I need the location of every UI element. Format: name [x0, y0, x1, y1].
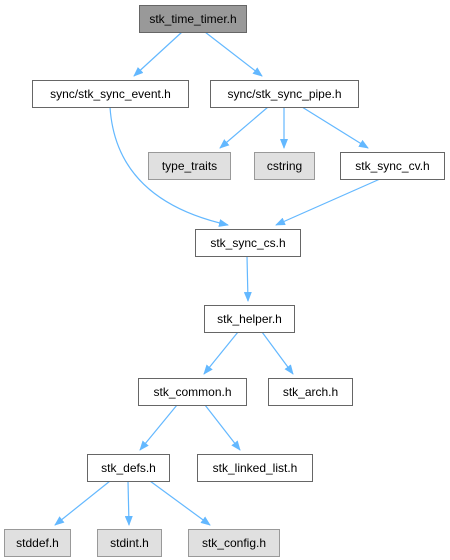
edge-arrow	[204, 404, 241, 451]
node-box	[210, 80, 359, 108]
node-label: stk_arch.h	[283, 385, 338, 399]
node-stk_time_timer[interactable]: stk_time_timer.h	[139, 5, 247, 33]
node-sync_event[interactable]: sync/stk_sync_event.h	[32, 80, 189, 108]
node-type_traits: type_traits	[148, 152, 231, 180]
node-label: stk_sync_cv.h	[355, 159, 429, 173]
node-label: stdint.h	[110, 536, 149, 550]
edge-arrow	[275, 178, 381, 226]
node-stddef: stddef.h	[4, 529, 71, 557]
node-arch[interactable]: stk_arch.h	[268, 378, 353, 406]
edge-arrow	[133, 31, 183, 77]
node-label: stk_helper.h	[217, 312, 282, 326]
edge-arrow	[301, 106, 369, 149]
node-box	[340, 152, 445, 180]
node-sync_cs[interactable]: stk_sync_cs.h	[195, 229, 301, 257]
node-label: stddef.h	[16, 536, 59, 550]
node-box	[268, 378, 353, 406]
edge-sync_pipe-to-type_traits	[219, 106, 269, 149]
node-box	[87, 454, 170, 482]
node-label: type_traits	[162, 159, 217, 173]
node-sync_pipe[interactable]: sync/stk_sync_pipe.h	[210, 80, 359, 108]
edge-sync_event-to-sync_cs	[109, 106, 229, 227]
edge-defs-to-stdint	[124, 480, 133, 526]
node-box	[32, 80, 189, 108]
edge-arrow	[124, 480, 133, 526]
node-label: stk_defs.h	[101, 461, 156, 475]
node-box	[138, 378, 247, 406]
edge-stk_time_timer-to-sync_event	[133, 31, 183, 77]
node-box	[139, 5, 247, 33]
node-sync_cv[interactable]: stk_sync_cv.h	[340, 152, 445, 180]
node-label: sync/stk_sync_event.h	[50, 87, 171, 101]
node-stdint: stdint.h	[97, 529, 162, 557]
node-label: stk_config.h	[202, 536, 266, 550]
edge-arrow	[204, 31, 263, 77]
edge-sync_pipe-to-sync_cv	[301, 106, 369, 149]
node-box	[195, 229, 301, 257]
edge-common-to-defs	[139, 404, 178, 451]
node-label: sync/stk_sync_pipe.h	[227, 87, 341, 101]
edge-stk_time_timer-to-sync_pipe	[204, 31, 263, 77]
node-label: stk_common.h	[153, 385, 231, 399]
node-defs[interactable]: stk_defs.h	[87, 454, 170, 482]
node-box	[188, 529, 280, 557]
edge-helper-to-common	[203, 331, 239, 375]
node-box	[4, 529, 71, 557]
node-label: cstring	[267, 159, 302, 173]
edge-common-to-linked_list	[204, 404, 241, 451]
edge-arrow	[243, 255, 252, 302]
edge-arrow	[261, 331, 294, 375]
edge-sync_cv-to-sync_cs	[275, 178, 381, 226]
edge-defs-to-config	[149, 480, 211, 526]
node-common[interactable]: stk_common.h	[138, 378, 247, 406]
edge-arrow	[109, 106, 229, 227]
edge-arrow	[203, 331, 239, 375]
node-linked_list[interactable]: stk_linked_list.h	[197, 454, 313, 482]
edge-helper-to-arch	[261, 331, 294, 375]
edge-sync_cs-to-helper	[243, 255, 252, 302]
node-box	[254, 152, 315, 180]
edge-arrow	[219, 106, 269, 149]
node-box	[148, 152, 231, 180]
node-cstring: cstring	[254, 152, 315, 180]
edge-arrow	[149, 480, 211, 526]
node-label: stk_sync_cs.h	[210, 236, 285, 250]
edge-defs-to-stddef	[54, 480, 111, 526]
node-helper[interactable]: stk_helper.h	[204, 305, 295, 333]
node-box	[97, 529, 162, 557]
node-config: stk_config.h	[188, 529, 280, 557]
edge-arrow	[139, 404, 178, 451]
node-box	[197, 454, 313, 482]
edge-arrow	[54, 480, 111, 526]
node-label: stk_linked_list.h	[213, 461, 298, 475]
node-label: stk_time_timer.h	[149, 12, 236, 26]
node-box	[204, 305, 295, 333]
